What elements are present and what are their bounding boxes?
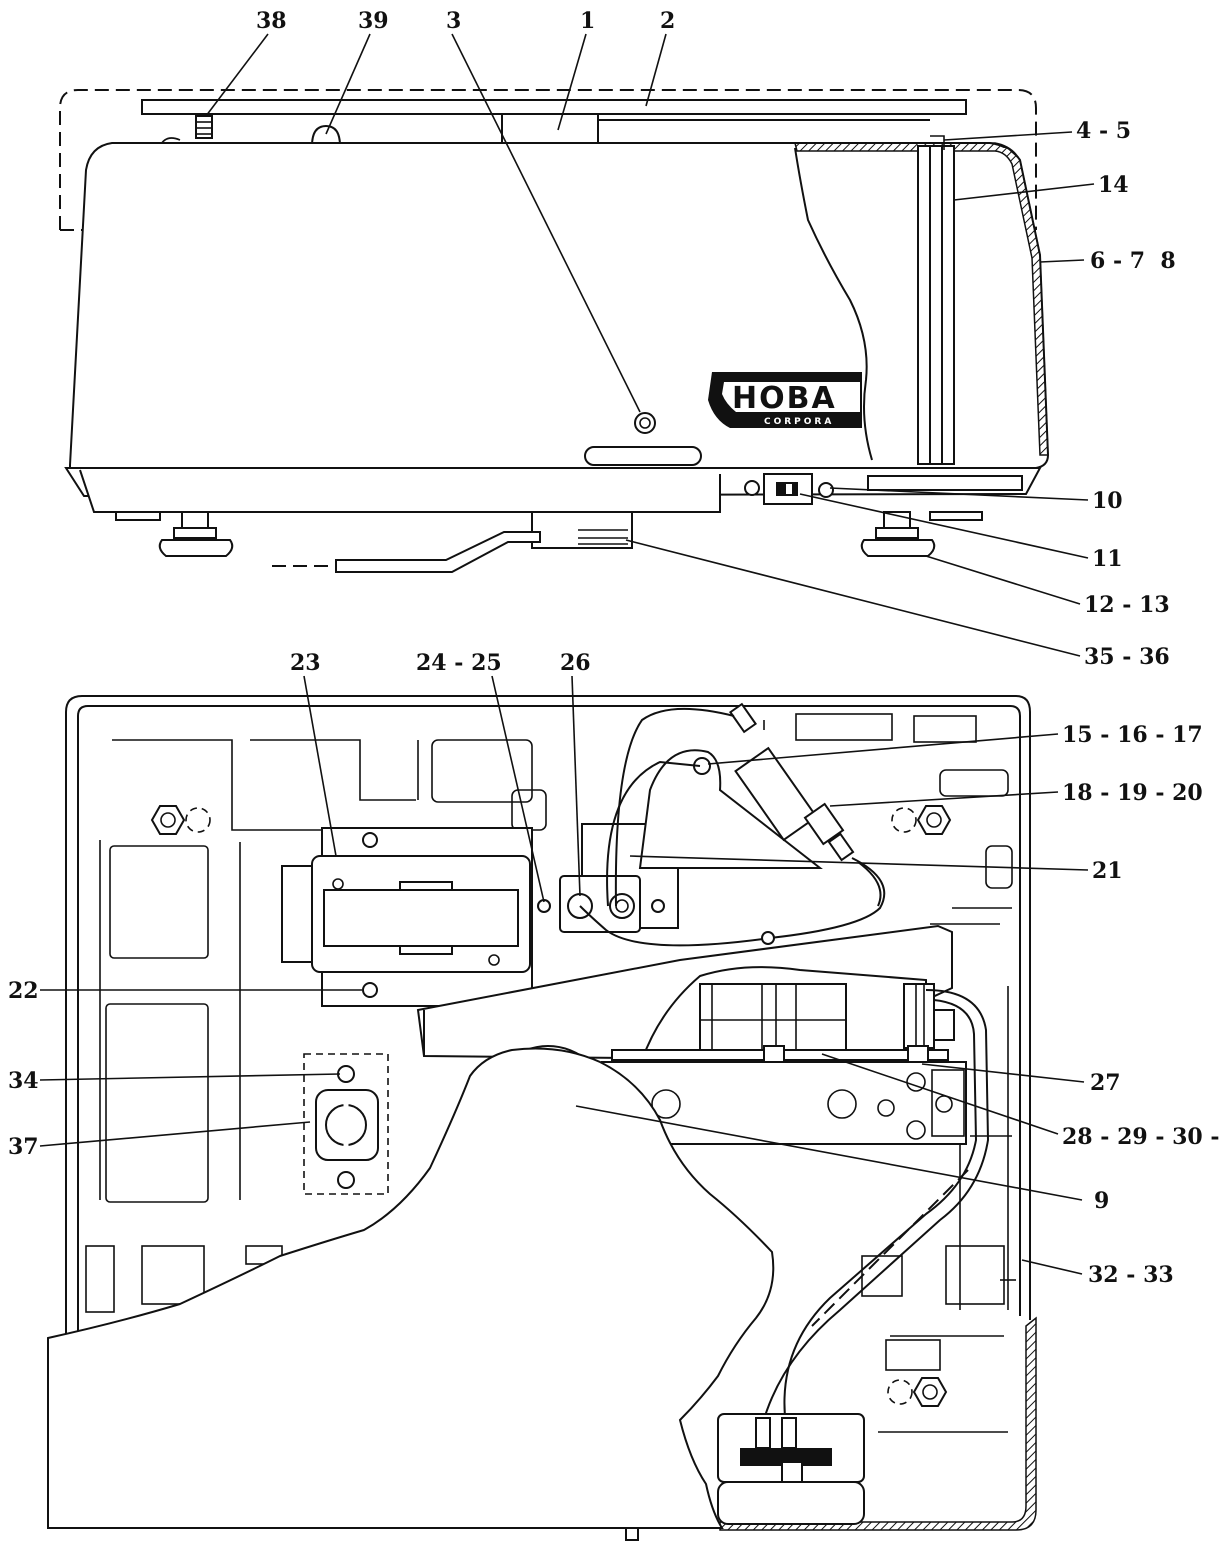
screw-22 [362, 982, 378, 998]
side-wall-section [719, 1316, 1037, 1531]
column [917, 145, 955, 465]
callout-1: 1 [580, 8, 595, 34]
screw-3 [634, 412, 656, 434]
foot-left [158, 511, 234, 557]
foot-pad-right [929, 511, 983, 521]
cable-21-b [606, 760, 701, 907]
callout-34: 34 [8, 1068, 39, 1094]
platter-support [501, 113, 599, 145]
side-view: HOBA CORPORA [59, 89, 1050, 573]
logo-text: HOBA [732, 381, 837, 416]
screw-34 [337, 1065, 355, 1083]
callout-32-33: 32 - 33 [1088, 1262, 1174, 1288]
nut-right-bottom [887, 1377, 948, 1407]
callout-27: 27 [1090, 1070, 1121, 1096]
callout-14: 14 [1098, 172, 1129, 198]
callout-38: 38 [256, 8, 287, 34]
callout-18-19-20: 18 - 19 - 20 [1062, 780, 1203, 806]
screw-top-plate [362, 832, 378, 848]
cover-outline [59, 89, 1037, 230]
callout-23: 23 [290, 650, 321, 676]
callout-3: 3 [446, 8, 461, 34]
screw-4-5 [930, 135, 945, 150]
frame-ribs [85, 713, 1016, 1433]
callout-39: 39 [358, 8, 389, 34]
plate-23 [281, 827, 533, 1007]
callout-24-25: 24 - 25 [416, 650, 502, 676]
callout-21: 21 [1092, 858, 1123, 884]
screw-38 [195, 115, 213, 139]
cable-21-a [614, 707, 735, 907]
hobart-logo: HOBA CORPORA [708, 372, 862, 428]
base-frame-inner [77, 705, 1021, 1336]
foot-pad-left [115, 511, 161, 521]
callout-37: 37 [8, 1134, 39, 1160]
outlet-37-outline [303, 1053, 389, 1195]
platter [141, 99, 967, 115]
terminal-right [609, 893, 635, 919]
lever-arm [335, 531, 541, 573]
load-cell-assembly [699, 983, 955, 1055]
screw-10 [818, 482, 834, 498]
callout-22: 22 [8, 978, 39, 1004]
cable-guide [811, 1169, 969, 1327]
lower-cover [47, 1047, 775, 1529]
nut-left-top [150, 805, 211, 835]
screw-39 [310, 124, 342, 147]
callout-6-7-8: 6 - 7 8 [1090, 248, 1176, 274]
cable-32-33-b [783, 999, 978, 1427]
plan-view [47, 695, 1037, 1541]
base-left [79, 469, 721, 513]
cable-bracket [638, 749, 823, 869]
cable-loop-inner [857, 861, 882, 907]
screw-outlet-bottom [337, 1171, 355, 1189]
callout-9: 9 [1094, 1188, 1109, 1214]
cover-peg [625, 1527, 639, 1541]
callout-28-29-30-31: 28 - 29 - 30 - 3] [1062, 1124, 1226, 1150]
cable-32-33-a [761, 989, 990, 1427]
callout-11: 11 [1092, 546, 1123, 572]
callout-2: 2 [660, 8, 675, 34]
callout-35-36: 35 - 36 [1084, 644, 1170, 670]
base-right-slot [867, 475, 1023, 491]
housing-wall-section [794, 142, 1049, 456]
callout-labels: 38 39 3 1 2 4 - 5 14 6 - 7 8 10 11 12 - … [8, 8, 1226, 1288]
handle-slot [584, 446, 702, 466]
bottom-connector [717, 1413, 865, 1525]
screw-left-of-switch [744, 480, 760, 496]
callout-10: 10 [1092, 488, 1123, 514]
callout-12-13: 12 - 13 [1084, 592, 1170, 618]
cutaway-edge [794, 147, 873, 461]
logo-subtext: CORPORA [764, 417, 834, 427]
foot-right [860, 511, 936, 557]
callout-15-16-17: 15 - 16 - 17 [1062, 722, 1203, 748]
cable-clip [761, 931, 775, 945]
leader-lines [39, 33, 1095, 1275]
nut-right-top [891, 805, 952, 835]
callout-26: 26 [560, 650, 591, 676]
callout-4-5: 4 - 5 [1076, 118, 1131, 144]
